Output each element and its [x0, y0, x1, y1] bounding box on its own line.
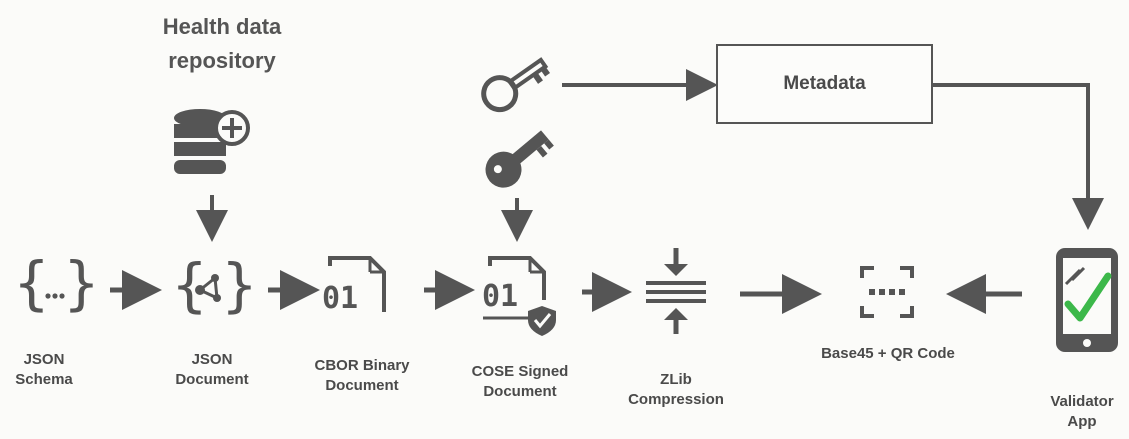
label-cose-signed-document: COSE Signed Document	[472, 362, 569, 402]
label-line1: Validator	[1050, 393, 1114, 410]
svg-text:{: {	[14, 249, 49, 317]
label-line1: CBOR Binary	[314, 357, 410, 374]
signed-binary-file-icon: 01	[482, 256, 556, 336]
label-line2: Document	[483, 383, 557, 400]
label-cbor-binary-document: CBOR Binary Document	[314, 356, 409, 396]
label-line2: Schema	[15, 371, 73, 388]
svg-text:01: 01	[322, 281, 358, 316]
svg-text:}: }	[64, 249, 99, 317]
key-solid-icon	[485, 130, 554, 188]
label-line2: Compression	[628, 391, 724, 408]
key-outline-icon	[481, 57, 551, 113]
label-line1: JSON	[23, 351, 65, 368]
label-line2: App	[1067, 413, 1097, 430]
binary-file-icon: 01	[322, 256, 386, 316]
label-line2: Document	[175, 371, 249, 388]
phone-check-icon	[1056, 248, 1118, 352]
svg-text:}: }	[222, 251, 257, 319]
json-braces-ellipsis-icon: { }	[14, 249, 99, 317]
label-line2: Document	[325, 377, 399, 394]
json-braces-network-icon: { }	[172, 251, 257, 319]
label-line1: Base45 + QR Code	[821, 345, 955, 362]
label-json-schema: JSON Schema	[15, 350, 73, 390]
label-line1: COSE Signed	[471, 363, 569, 380]
database-plus-icon	[174, 109, 250, 174]
metadata-label: Metadata	[783, 73, 866, 94]
metadata-to-validator-arrow	[933, 83, 1104, 230]
qr-scan-icon	[860, 266, 914, 318]
label-zlib-compression: ZLib Compression	[628, 370, 724, 410]
repository-title: Health data repository	[163, 10, 282, 78]
label-json-document: JSON Document	[175, 350, 248, 390]
label-validator-app: Validator App	[1050, 392, 1113, 432]
repository-title-line1: Health data	[162, 14, 282, 39]
svg-text:{: {	[172, 251, 207, 319]
svg-text:01: 01	[482, 279, 518, 314]
repository-title-line2: repository	[168, 48, 276, 73]
metadata-box: Metadata	[716, 44, 933, 124]
label-line1: JSON	[191, 351, 233, 368]
label-line1: ZLib	[660, 371, 692, 388]
label-base45-qr-code: Base45 + QR Code	[821, 344, 955, 364]
compress-icon	[646, 248, 706, 334]
